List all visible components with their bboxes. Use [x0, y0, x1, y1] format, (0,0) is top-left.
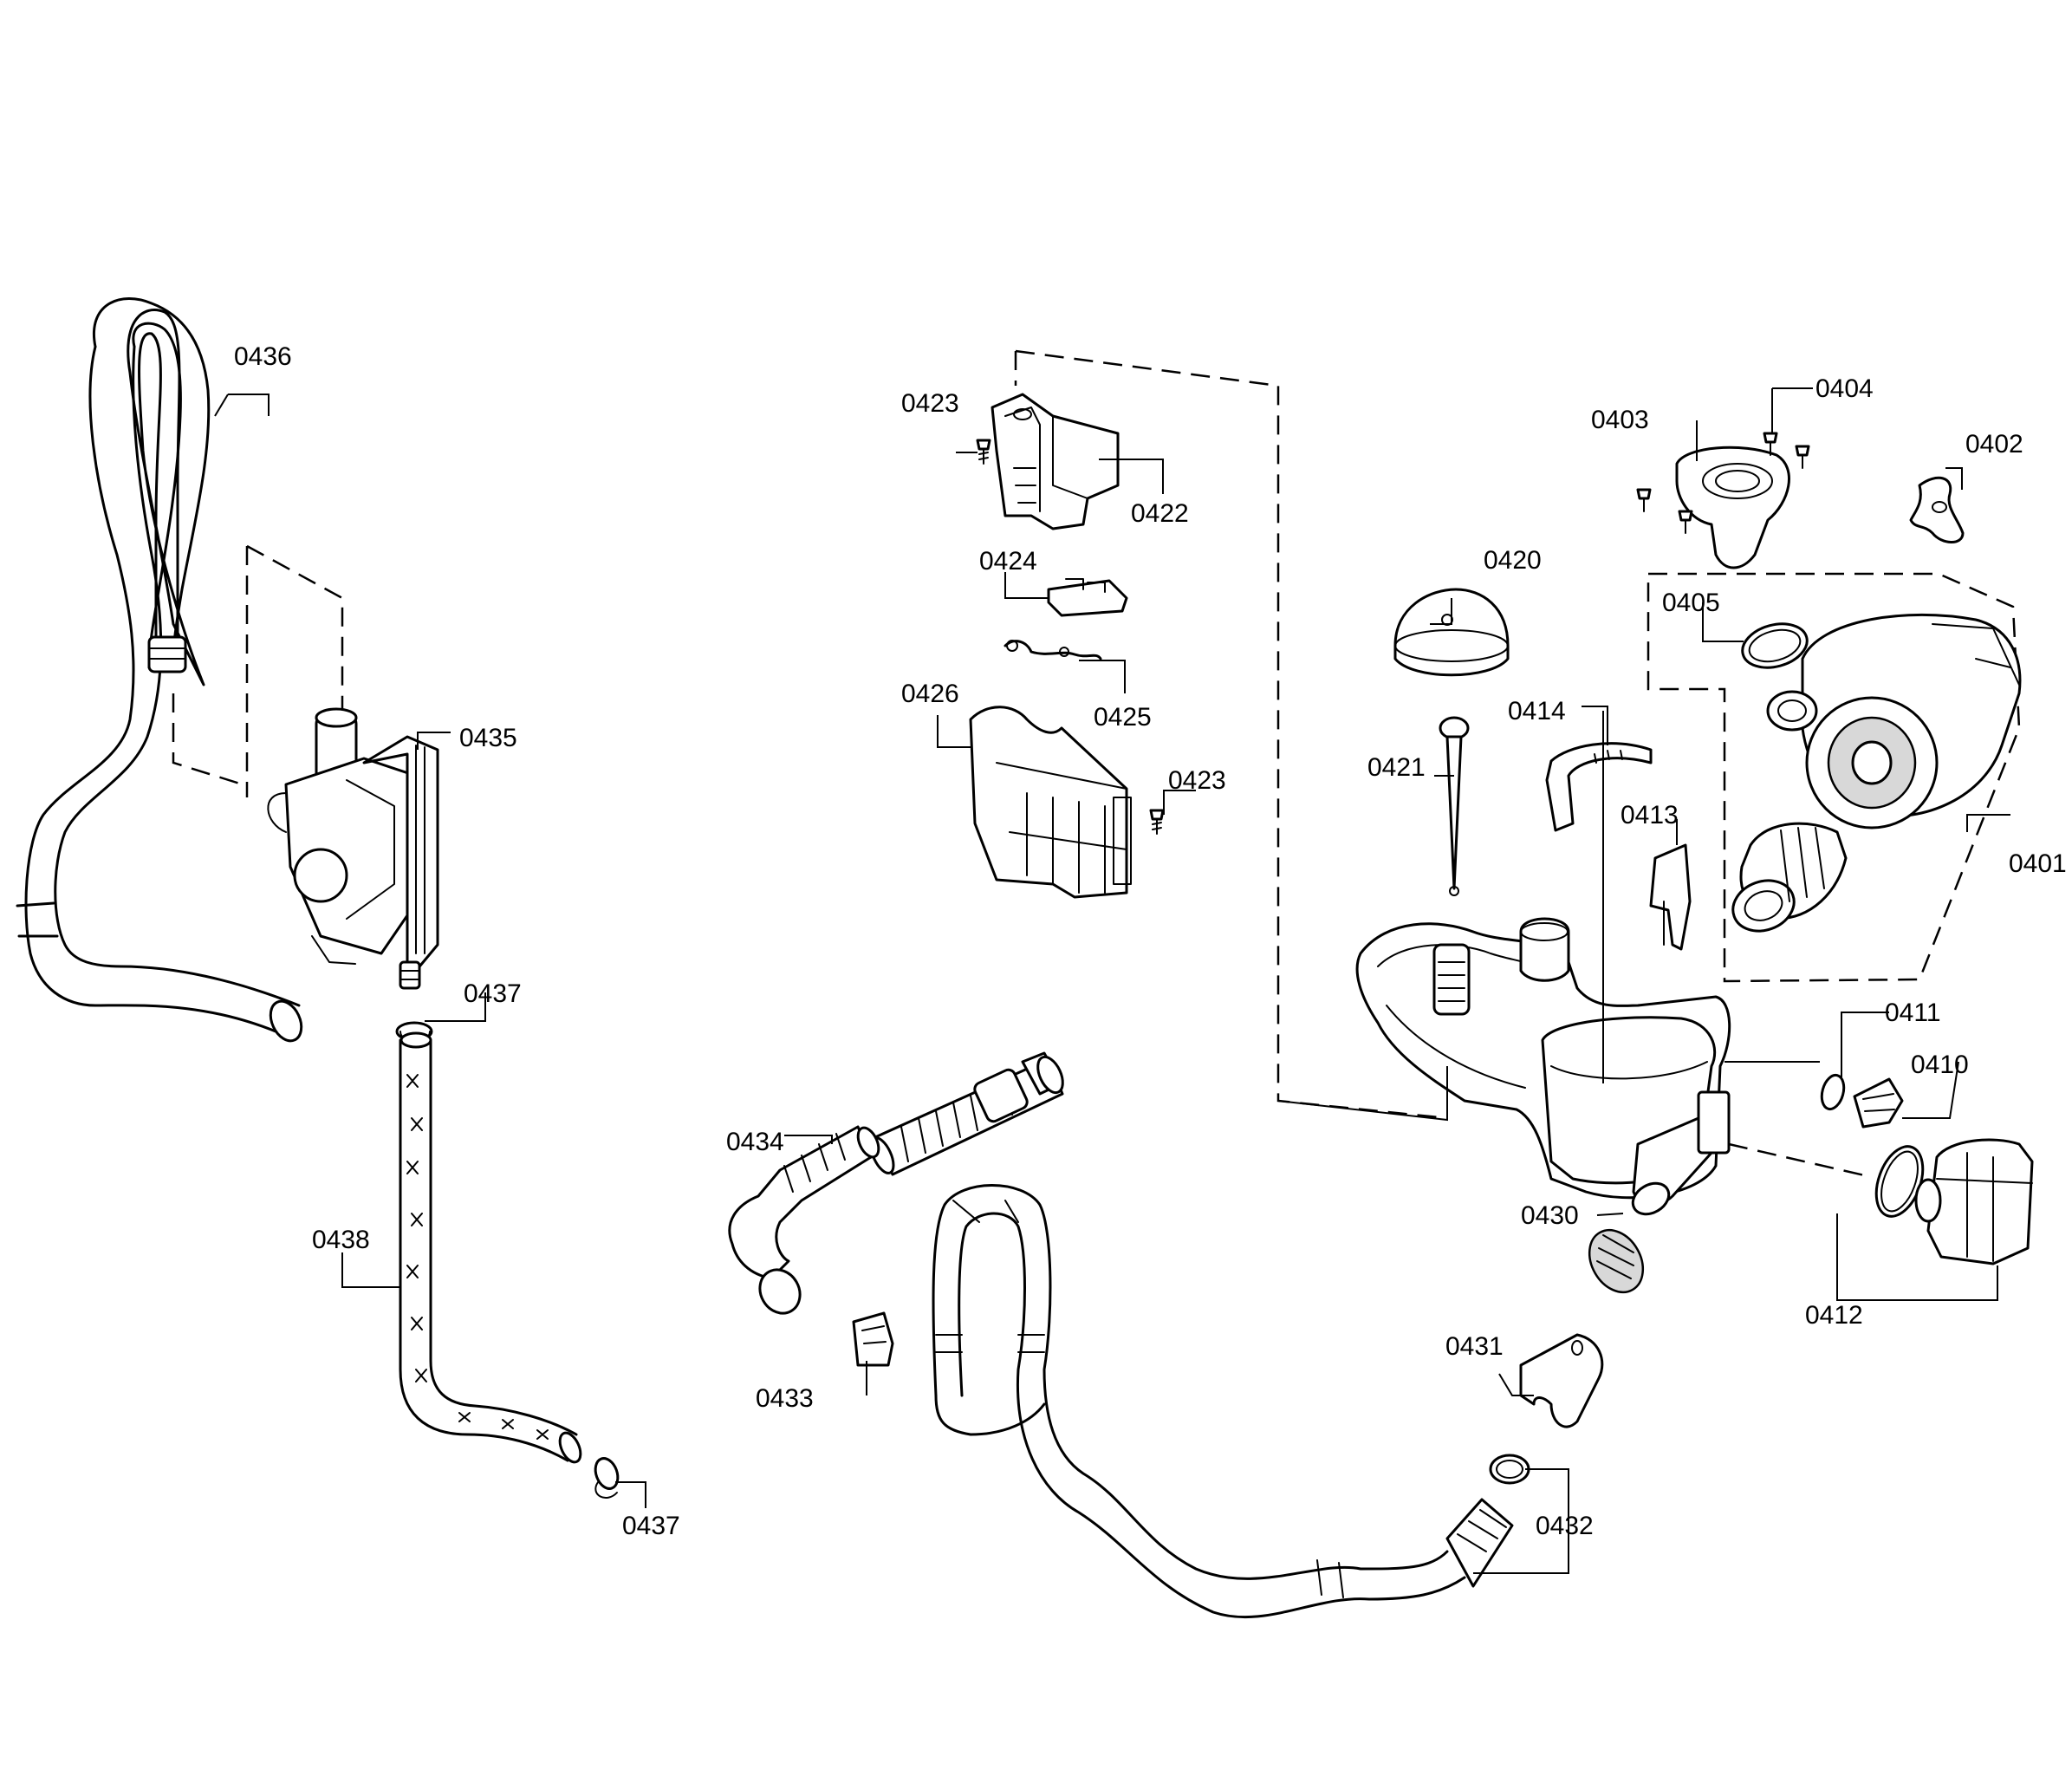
- clip-0414: [1545, 742, 1653, 832]
- valve-0410: [1853, 1077, 1904, 1129]
- oring-0412: [1874, 1145, 1925, 1218]
- bracket-0422: [991, 393, 1120, 530]
- label-0420: 0420: [1484, 546, 1542, 575]
- label-0410: 0410: [1911, 1051, 1969, 1079]
- label-0405: 0405: [1662, 589, 1720, 617]
- wire-clip-0425: [1004, 640, 1102, 660]
- part-labels: 0436 0435 0437 0438 0437 0423 0422 0424 …: [234, 342, 2067, 1540]
- bracket-0413: [1649, 843, 1692, 951]
- label-0402: 0402: [1965, 430, 2023, 459]
- hose-0438: [399, 1031, 582, 1464]
- drain-pump: [1914, 1138, 2034, 1265]
- label-0421: 0421: [1367, 753, 1426, 782]
- assembly-box-0401: [1647, 572, 2021, 983]
- assembly-line-right: [1728, 1142, 1873, 1179]
- screw-0404-b: [1795, 445, 1810, 469]
- valve-assembly-0435: [267, 707, 439, 990]
- label-0403: 0403: [1591, 406, 1649, 434]
- label-0438: 0438: [312, 1226, 370, 1254]
- ring-0405: [1741, 622, 1809, 669]
- label-0412: 0412: [1805, 1301, 1863, 1330]
- label-0436: 0436: [234, 342, 292, 371]
- label-0411: 0411: [1885, 999, 1941, 1027]
- label-0430: 0430: [1521, 1201, 1579, 1230]
- outlet-0403: [1675, 446, 1790, 569]
- hose-0434: [728, 1051, 1064, 1315]
- heat-pump-0401: [1731, 613, 2022, 933]
- drain-hose-bottom: [932, 1184, 1514, 1619]
- cap-0420: [1393, 588, 1510, 677]
- label-0435: 0435: [459, 724, 517, 752]
- label-0423-top: 0423: [901, 389, 959, 418]
- label-0423-mid: 0423: [1168, 766, 1226, 795]
- screw-0423-top: [976, 439, 991, 465]
- label-0433: 0433: [756, 1384, 814, 1413]
- label-0422: 0422: [1131, 499, 1189, 528]
- clip-0431: [1519, 1333, 1604, 1428]
- label-0425: 0425: [1094, 703, 1152, 732]
- clip-0433: [852, 1311, 894, 1367]
- clamp-0437-bottom: [594, 1457, 620, 1499]
- screw-0404-d: [1678, 510, 1693, 534]
- drain-hose-0436: [16, 296, 303, 1043]
- clip-0402: [1909, 476, 1965, 543]
- oring-0411: [1820, 1073, 1846, 1111]
- label-0426: 0426: [901, 680, 959, 708]
- screw-0404-a: [1763, 432, 1778, 456]
- label-0437-top: 0437: [464, 979, 522, 1008]
- label-0414: 0414: [1508, 697, 1566, 725]
- screw-0404-c: [1636, 488, 1652, 512]
- label-0432: 0432: [1536, 1512, 1594, 1540]
- label-0431: 0431: [1445, 1332, 1504, 1361]
- label-0437-bottom: 0437: [622, 1512, 680, 1540]
- sump-assembly: [1355, 917, 1731, 1216]
- assembly-line-left: [172, 544, 344, 797]
- filter-0430: [1588, 1228, 1645, 1294]
- label-0424: 0424: [979, 547, 1037, 576]
- oring-0432: [1489, 1454, 1530, 1485]
- label-0401: 0401: [2009, 849, 2067, 878]
- screw-0423-mid: [1149, 809, 1165, 835]
- rod-0421: [1439, 716, 1470, 896]
- switch-0424: [1047, 578, 1128, 617]
- label-0413: 0413: [1621, 801, 1679, 829]
- basket-0426: [969, 706, 1132, 899]
- label-0404: 0404: [1815, 374, 1874, 403]
- label-0434: 0434: [726, 1128, 784, 1156]
- leader-lines: [214, 387, 2010, 1574]
